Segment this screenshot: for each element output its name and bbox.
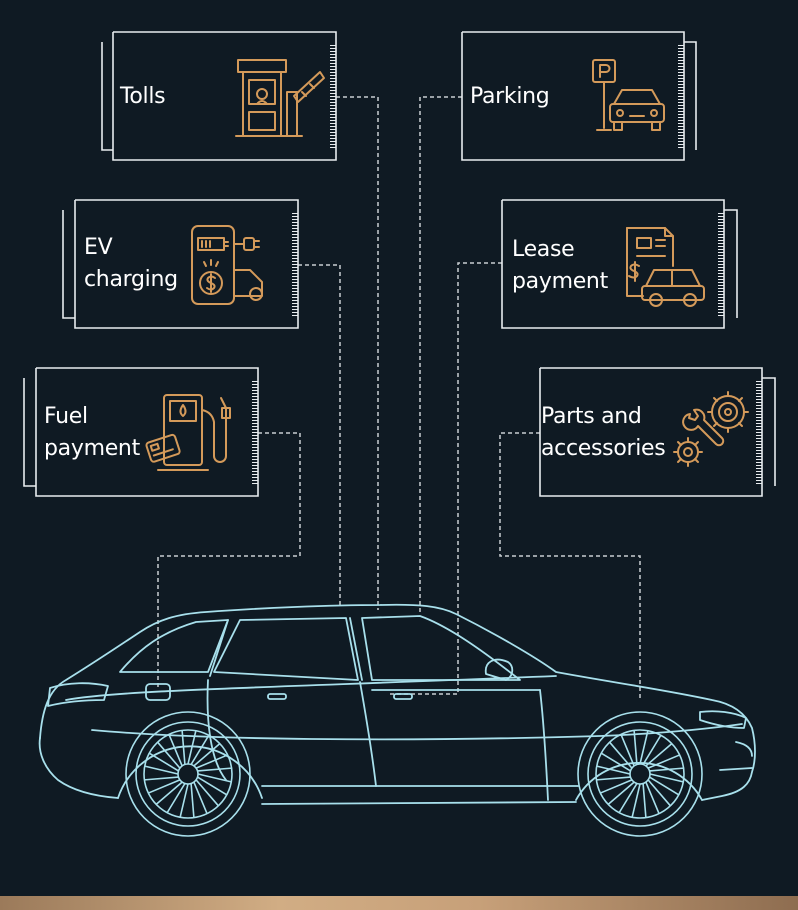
- wheel-spoke: [195, 754, 228, 769]
- wheel-spoke: [618, 783, 638, 814]
- wheel-spoke: [193, 743, 221, 767]
- wheel-spoke: [642, 783, 647, 818]
- wheel-spoke: [144, 765, 179, 775]
- wheel-spoke: [181, 730, 186, 765]
- wheel-spoke: [647, 754, 680, 769]
- card-parts-accessories: [539, 367, 776, 497]
- wheel-spoke: [639, 730, 649, 765]
- lease-document-icon: [626, 227, 705, 307]
- wheel-spoke: [607, 781, 635, 805]
- wheel-spoke: [649, 776, 680, 796]
- wheel-spoke: [148, 779, 181, 794]
- wheel-spoke: [596, 776, 631, 781]
- wheel-spoke: [157, 741, 181, 769]
- connector-fuel-payment: [157, 432, 301, 690]
- wheel-spoke: [187, 730, 197, 765]
- card-ticks: [756, 381, 762, 485]
- wheel-spoke: [179, 783, 189, 818]
- label-lease-line2: payment: [512, 269, 608, 294]
- label-ev-line2: charging: [84, 267, 178, 292]
- wheel-spoke: [609, 741, 633, 769]
- wheel-spoke: [148, 752, 179, 772]
- card-ticks: [330, 45, 336, 149]
- card-lease-payment: [501, 199, 738, 329]
- bottom-gold-bar: [0, 896, 798, 910]
- label-parts-line1: Parts and: [541, 404, 642, 429]
- wheel-spoke: [631, 783, 641, 818]
- label-parking: Parking: [470, 81, 550, 113]
- wheel-spoke: [645, 781, 660, 814]
- connector-parking: [419, 96, 462, 612]
- car-illustration: [38, 603, 756, 805]
- label-fuel-line2: payment: [44, 436, 140, 461]
- car-front-wheel: [577, 711, 703, 837]
- label-tolls: Tolls: [120, 81, 166, 113]
- wheel-spoke: [197, 773, 232, 783]
- car-rear-door-window: [213, 617, 359, 681]
- label-fuel-payment: Fuel payment: [44, 401, 140, 465]
- label-parts-line2: accessories: [541, 436, 666, 461]
- wheel-spoke: [645, 743, 673, 767]
- connector-ev-charging: [298, 264, 341, 608]
- car-mirror: [484, 658, 514, 681]
- label-fuel-line1: Fuel: [44, 404, 88, 429]
- wheel-spoke: [642, 734, 662, 765]
- wheel-spoke: [190, 783, 195, 818]
- card-parking: [461, 31, 697, 161]
- connector-lines: [157, 96, 641, 700]
- wheel-spoke: [649, 773, 684, 783]
- wheel-spoke: [620, 734, 635, 767]
- toll-booth-icon: [235, 59, 325, 137]
- connector-tolls: [336, 96, 379, 610]
- wheel-spoke: [155, 781, 183, 805]
- gears-wrench-icon: [673, 391, 749, 467]
- connector-lease-payment: [388, 262, 502, 695]
- wheel-spoke: [633, 730, 638, 765]
- car-headlight: [699, 710, 747, 729]
- wheel-spoke: [600, 779, 633, 794]
- wheel-spoke: [195, 779, 219, 807]
- wheel-spoke: [647, 779, 671, 807]
- card-tolls: [101, 31, 337, 161]
- label-lease-payment: Lease payment: [512, 234, 608, 298]
- wheel-spoke: [190, 734, 210, 765]
- wheel-spoke: [649, 767, 684, 772]
- parking-icon: [592, 59, 665, 131]
- car-fuel-door: [145, 683, 171, 701]
- car-taillight: [47, 682, 109, 707]
- card-ev-charging: [62, 199, 299, 329]
- label-tolls-text: Tolls: [120, 84, 166, 109]
- wheel-spoke: [193, 781, 208, 814]
- car-rear-wheel: [125, 711, 251, 837]
- ev-charging-icon: [191, 225, 263, 305]
- wheel-spoke: [166, 783, 186, 814]
- wheel-spoke: [168, 734, 183, 767]
- label-parking-text: Parking: [470, 84, 550, 109]
- card-fuel-payment: [23, 367, 259, 497]
- label-ev-charging: EV charging: [84, 232, 178, 296]
- wheel-spoke: [197, 767, 232, 772]
- label-ev-line1: EV: [84, 235, 113, 260]
- car-rear-window: [119, 619, 229, 673]
- label-lease-line1: Lease: [512, 237, 575, 262]
- car-front-door-window: [361, 615, 521, 681]
- wheel-spoke: [197, 776, 228, 796]
- wheel-spoke: [144, 776, 179, 781]
- wheel-spoke: [600, 752, 631, 772]
- wheel-spoke: [596, 765, 631, 775]
- connector-parts-accessories: [499, 432, 641, 700]
- card-ticks: [252, 381, 258, 485]
- card-ticks: [678, 45, 684, 149]
- label-parts-accessories: Parts and accessories: [541, 401, 666, 465]
- fuel-pump-icon: [145, 394, 231, 471]
- car-body: [39, 603, 756, 801]
- card-ticks: [292, 213, 298, 317]
- card-ticks: [718, 213, 724, 317]
